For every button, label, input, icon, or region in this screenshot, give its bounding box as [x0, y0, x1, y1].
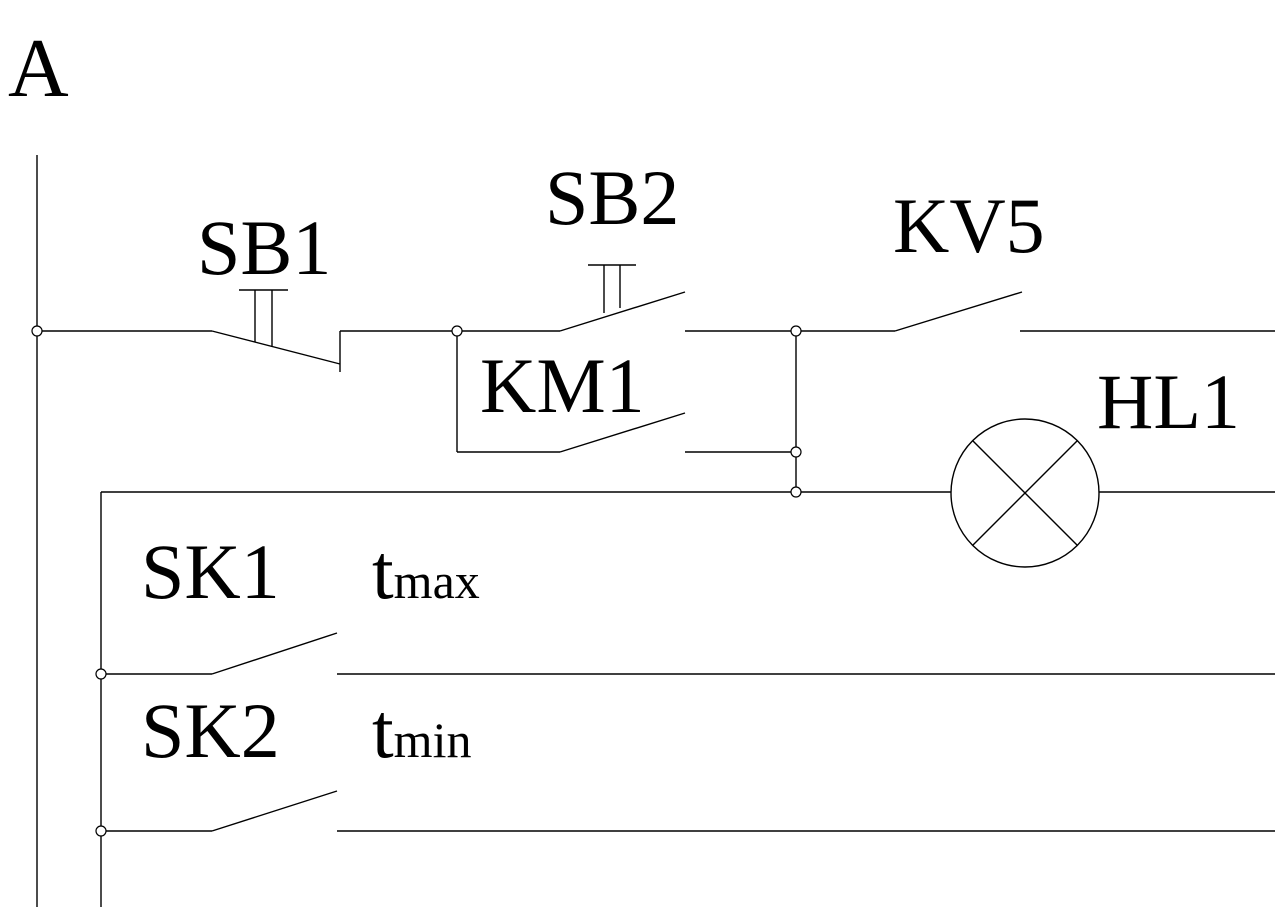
sb2-label: SB2: [545, 154, 679, 241]
secondary-bus: [100, 491, 796, 907]
sb2-pushbutton: [457, 264, 796, 332]
kv5-contact: [796, 291, 1275, 332]
hl1-lamp: [796, 418, 1275, 568]
sk2-setpoint-sub: min: [394, 712, 472, 768]
sk1-label: SK1: [141, 528, 280, 615]
sk2-label: SK2: [141, 687, 280, 774]
sk1-setpoint-sub: max: [394, 553, 480, 609]
node-bus-top: [31, 325, 43, 337]
sk2-setpoint-label: tmin: [372, 687, 471, 774]
hl1-label: HL1: [1097, 358, 1240, 445]
km1-label: KM1: [480, 342, 645, 429]
sk2-setpoint-t: t: [372, 687, 394, 774]
kv5-label: KV5: [893, 182, 1045, 269]
phase-label: A: [8, 22, 69, 115]
junction-nodes: [31, 325, 802, 837]
sb1-label: SB1: [197, 204, 331, 291]
node-lamp-in: [790, 486, 802, 498]
node-sk2: [95, 825, 107, 837]
node-km1-out: [790, 446, 802, 458]
node-sk1: [95, 668, 107, 680]
sk1-contact: [101, 632, 1275, 675]
km1-holding-contact: [456, 331, 796, 453]
node-sb1-sb2: [451, 325, 463, 337]
sk1-setpoint-label: tmax: [372, 528, 480, 615]
sk1-setpoint-t: t: [372, 528, 394, 615]
sk2-contact: [101, 790, 1275, 832]
node-kv5-in: [790, 325, 802, 337]
sb1-pushbutton: [211, 289, 457, 372]
